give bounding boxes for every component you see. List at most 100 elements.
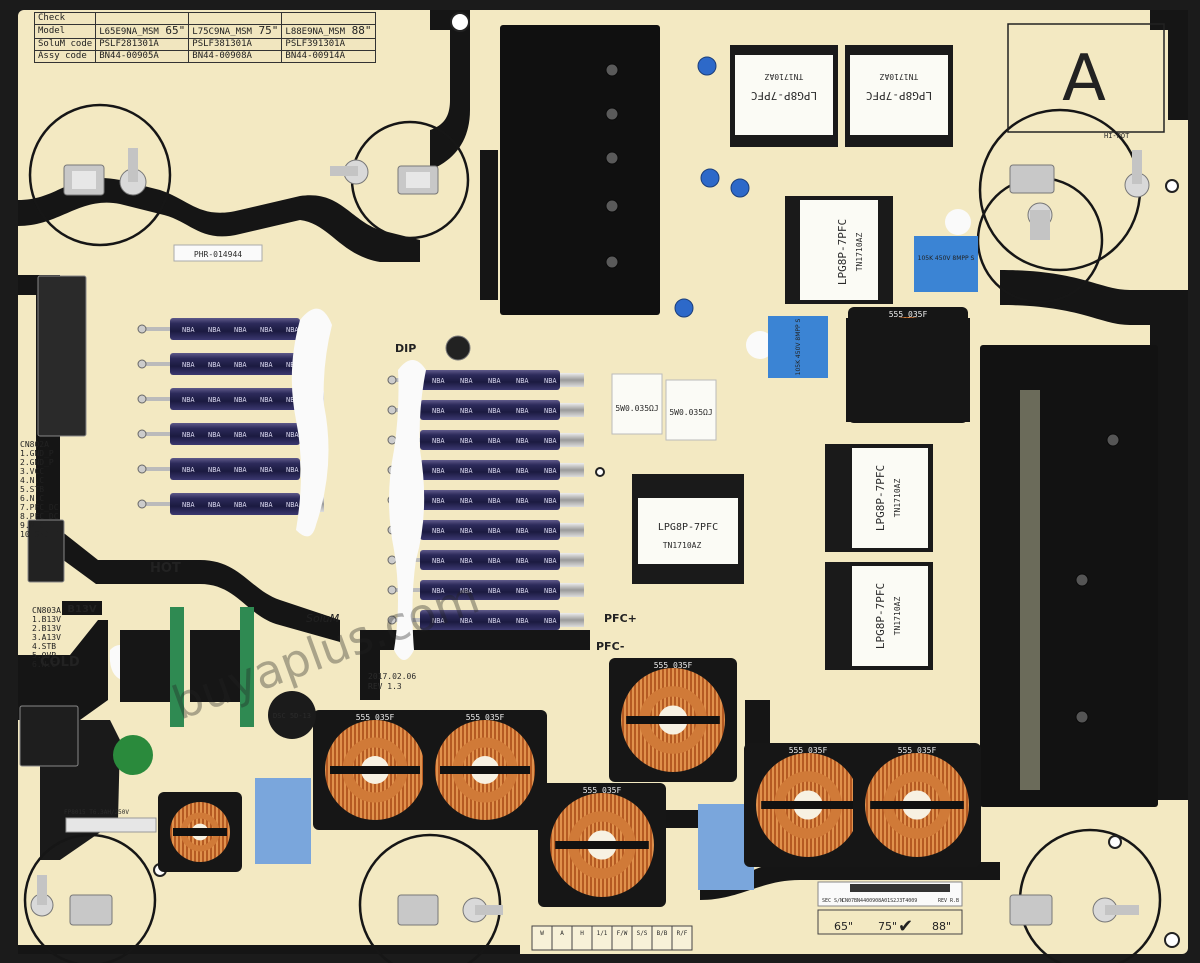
model-table-cell <box>188 12 283 25</box>
capacitor-brand-mark: NBA <box>182 466 195 474</box>
capacitor-brand-mark: NBA <box>544 497 557 505</box>
qc-grid-cell: 1/1 <box>597 930 608 937</box>
capacitor-brand-mark: NBA <box>488 407 501 415</box>
capacitor-brand-mark: NBA <box>208 326 221 334</box>
hi-pot-label: HI-POT <box>1104 132 1130 140</box>
dip-label: DIP <box>395 342 416 355</box>
toroid-inductor: 555 035F <box>313 710 437 830</box>
lug-terminal <box>69 894 113 926</box>
lug-terminal <box>1009 164 1055 194</box>
varistor-disc <box>268 691 316 739</box>
model-table-cell: Model <box>33 24 97 39</box>
capacitor-brand-mark: NBA <box>488 527 501 535</box>
transformer-model-label: LPG8P-7PFC <box>836 219 849 285</box>
corner-placard <box>1007 23 1165 133</box>
transformer <box>825 444 933 552</box>
film-capacitor <box>914 236 978 292</box>
size-check-mark: ✔ <box>898 916 913 937</box>
capacitor-brand-mark: NBA <box>234 361 247 369</box>
model-table-cell: L88E9NA_MSM 88" <box>281 24 376 39</box>
lug-terminal <box>397 894 439 926</box>
capacitor-brand-mark: NBA <box>544 587 557 595</box>
secondary-heatsink <box>980 345 1158 807</box>
serial-value: CN07BN4400908A01S2J3T4009 <box>842 898 917 904</box>
varistor-label: DSC 5D-13 <box>273 712 311 720</box>
transformer <box>785 196 893 304</box>
qc-grid-cell: B/B <box>657 930 668 937</box>
size-check-65: 65" <box>834 920 853 933</box>
size-check-box <box>817 909 963 935</box>
revision-code: REV 1.3 <box>368 682 402 691</box>
primary-heatsink <box>500 25 660 315</box>
model-table-cell: BN44-00914A <box>281 50 376 63</box>
capacitor-brand-mark: NBA <box>516 407 529 415</box>
capacitor-brand-mark: NBA <box>234 466 247 474</box>
capacitor-brand-mark: NBA <box>516 467 529 475</box>
capacitor-brand-mark: NBA <box>208 466 221 474</box>
capacitor-brand-mark: NBA <box>234 501 247 509</box>
lug-terminal <box>397 165 439 195</box>
capacitor-brand-mark: NBA <box>488 617 501 625</box>
model-table-cell: Assy code <box>33 50 97 63</box>
toroid-inductor <box>158 792 242 872</box>
model-table-row: Check <box>33 12 376 25</box>
serial-rev: REV R.B <box>938 898 959 904</box>
lug-terminal <box>119 148 147 196</box>
lug-terminal <box>30 875 54 917</box>
toroid-inductor: 555 035F <box>538 783 666 907</box>
connector-pin-label: 1.GND_P <box>20 449 54 458</box>
x-capacitor-green <box>113 735 153 775</box>
capacitor-brand-mark: NBA <box>488 587 501 595</box>
connector-pin-label: 2.B13V <box>32 624 61 633</box>
capacitor-brand-mark: NBA <box>182 396 195 404</box>
connector-pin-label: CN803A <box>32 606 61 615</box>
connector-pin-label: 3.A13V <box>32 633 61 642</box>
capacitor-brand-mark: NBA <box>432 437 445 445</box>
model-table-cell: PSLF381301A <box>188 38 283 51</box>
connector-cn802a <box>37 275 87 437</box>
inductor-mark: 555 035F <box>654 661 693 670</box>
capacitor-brand-mark: NBA <box>286 466 299 474</box>
pfc-minus-label: PFC- <box>596 640 624 653</box>
capacitor-brand-mark: NBA <box>182 431 195 439</box>
capacitor-brand-mark: NBA <box>234 431 247 439</box>
capacitor-brand-mark: NBA <box>516 527 529 535</box>
capacitor-brand-mark: NBA <box>516 617 529 625</box>
capacitor-brand-mark: NBA <box>516 497 529 505</box>
capacitor-brand-mark: NBA <box>516 437 529 445</box>
transformer-code-label: TN1710AZ <box>855 233 864 272</box>
capacitor-brand-mark: NBA <box>544 527 557 535</box>
transformer-code-label: TN1710AZ <box>663 541 702 550</box>
qc-grid-cell: W <box>540 930 544 937</box>
shunt-resistor <box>665 379 717 441</box>
sticker-code: PHR-014944 <box>194 250 242 259</box>
model-table-cell <box>95 12 190 25</box>
toroid-inductor: 555 035F <box>609 658 737 782</box>
shunt-resistor <box>611 373 663 435</box>
size-check-75: 75" <box>878 920 897 933</box>
capacitor-brand-mark: NBA <box>260 431 273 439</box>
capacitor-brand-mark: NBA <box>516 587 529 595</box>
qc-grid-cell: H <box>580 930 584 937</box>
inductor-mark: 555 035F <box>356 713 395 722</box>
relays <box>120 607 254 727</box>
capacitor-brand-mark: NBA <box>432 497 445 505</box>
connector-cn8015 <box>19 705 79 767</box>
size-mark: 88" <box>345 24 372 37</box>
capacitor-brand-mark: NBA <box>488 557 501 565</box>
model-table-cell <box>281 12 376 25</box>
qc-grid-cell: R/F <box>677 930 688 937</box>
toroid-inductor: 555 035F <box>853 743 981 867</box>
capacitor-brand-mark: NBA <box>488 497 501 505</box>
connector-pin-label: 8.PFC_DC <box>20 512 59 521</box>
connector-pin-label: 5.OVP <box>32 651 57 660</box>
shunt-resistor-label: 5W0.035ΩJ <box>615 404 658 413</box>
transformer <box>730 45 838 147</box>
